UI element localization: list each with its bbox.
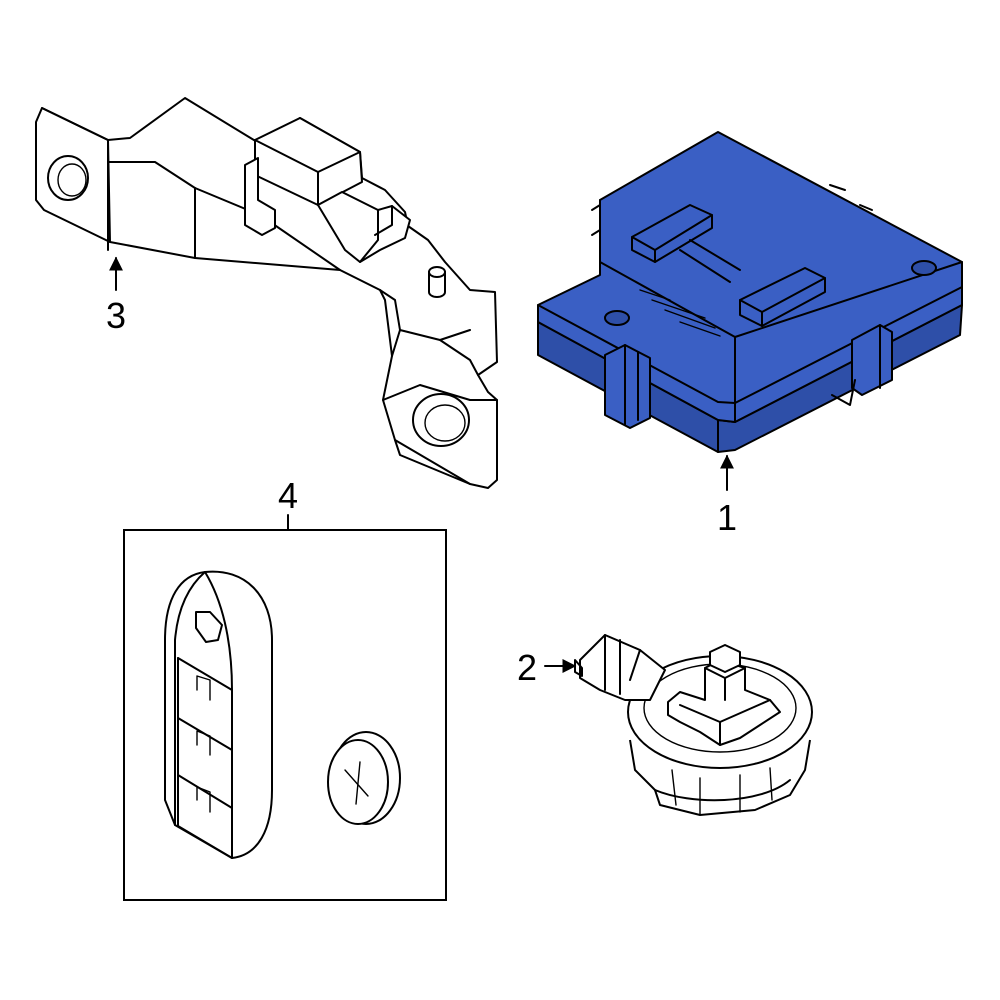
part-2-sensor[interactable] [574, 634, 813, 816]
callout-3: 3 [106, 295, 126, 336]
fob-button-2[interactable] [196, 730, 211, 756]
part-3-bracket[interactable] [35, 97, 498, 489]
fob-button-1[interactable] [196, 675, 211, 701]
callout-2: 2 [517, 647, 537, 688]
coin-battery[interactable] [327, 731, 401, 825]
part-1-control-module[interactable] [537, 131, 963, 453]
callout-4: 4 [278, 475, 298, 516]
lock-button-icon[interactable] [195, 611, 223, 643]
callout-1: 1 [717, 497, 737, 538]
key-fob[interactable] [164, 570, 273, 859]
fob-button-3[interactable] [196, 786, 211, 813]
